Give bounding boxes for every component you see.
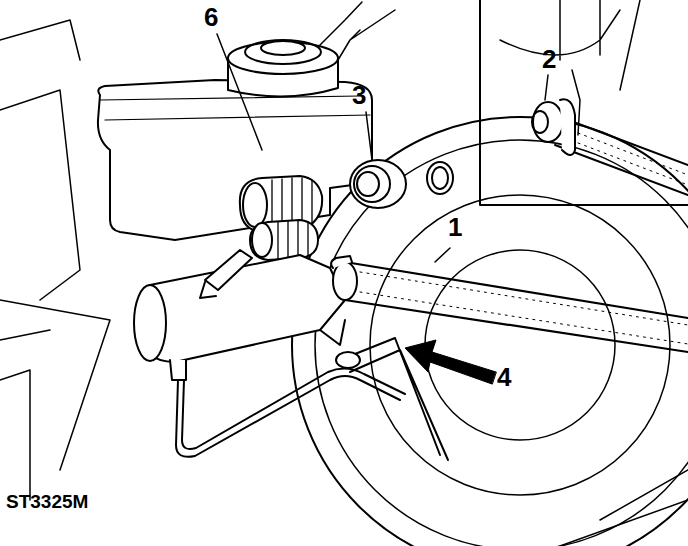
callout-number: 1	[448, 214, 462, 240]
figure-code: ST3325M	[6, 492, 88, 511]
callout-number: 3	[352, 82, 366, 108]
callout-number: 4	[497, 364, 511, 390]
callout-number: 2	[542, 46, 556, 72]
callout-number: 6	[204, 4, 218, 30]
